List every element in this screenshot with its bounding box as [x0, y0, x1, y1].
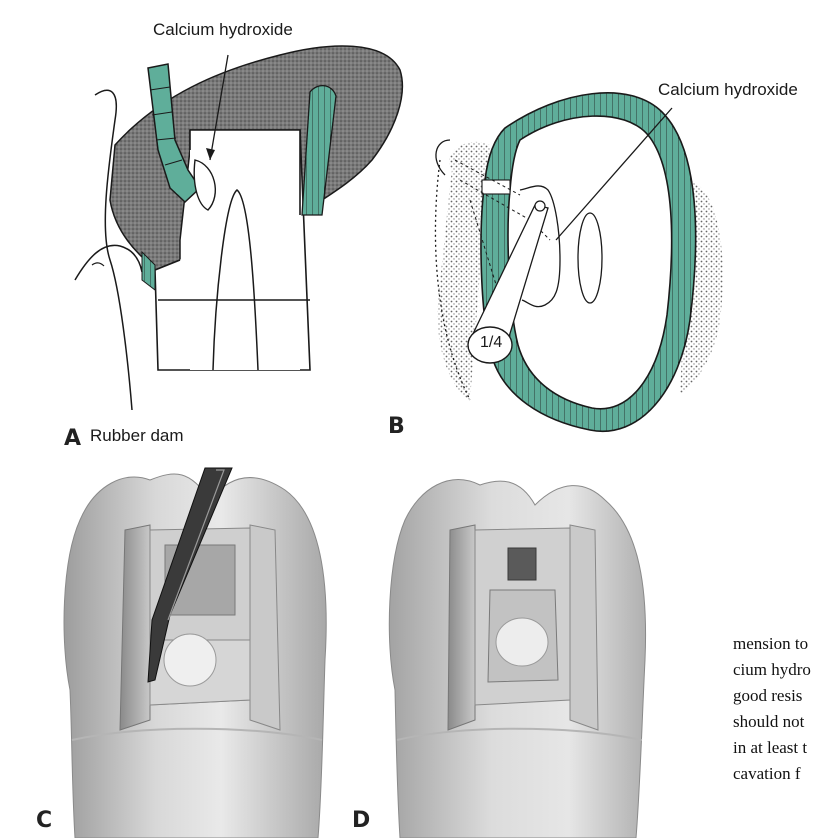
panel-letter-b: B — [388, 414, 405, 439]
panel-d-tooth — [389, 480, 645, 838]
panel-b-bur-size: 1/4 — [480, 334, 502, 352]
body-text-line: in at least t — [733, 735, 837, 761]
panel-a-label-calcium-hydroxide: Calcium hydroxide — [153, 20, 293, 40]
body-text-line: cavation f — [733, 761, 837, 787]
panel-b-label-calcium-hydroxide: Calcium hydroxide — [658, 80, 798, 100]
body-text-line: mension to — [733, 631, 837, 657]
panel-letter-a: A — [64, 426, 81, 451]
body-text-column: mension to cium hydro good resis should … — [733, 631, 837, 787]
panel-a-drawing — [75, 46, 402, 410]
panel-c-tooth — [64, 468, 326, 838]
panel-letter-d: D — [352, 808, 370, 833]
panel-b-drawing — [435, 93, 722, 431]
body-text-line: should not — [733, 709, 837, 735]
panel-letter-c: C — [36, 808, 52, 833]
body-text-line: good resis — [733, 683, 837, 709]
panel-a-label-rubber-dam: Rubber dam — [90, 426, 184, 446]
body-text-line: cium hydro — [733, 657, 837, 683]
